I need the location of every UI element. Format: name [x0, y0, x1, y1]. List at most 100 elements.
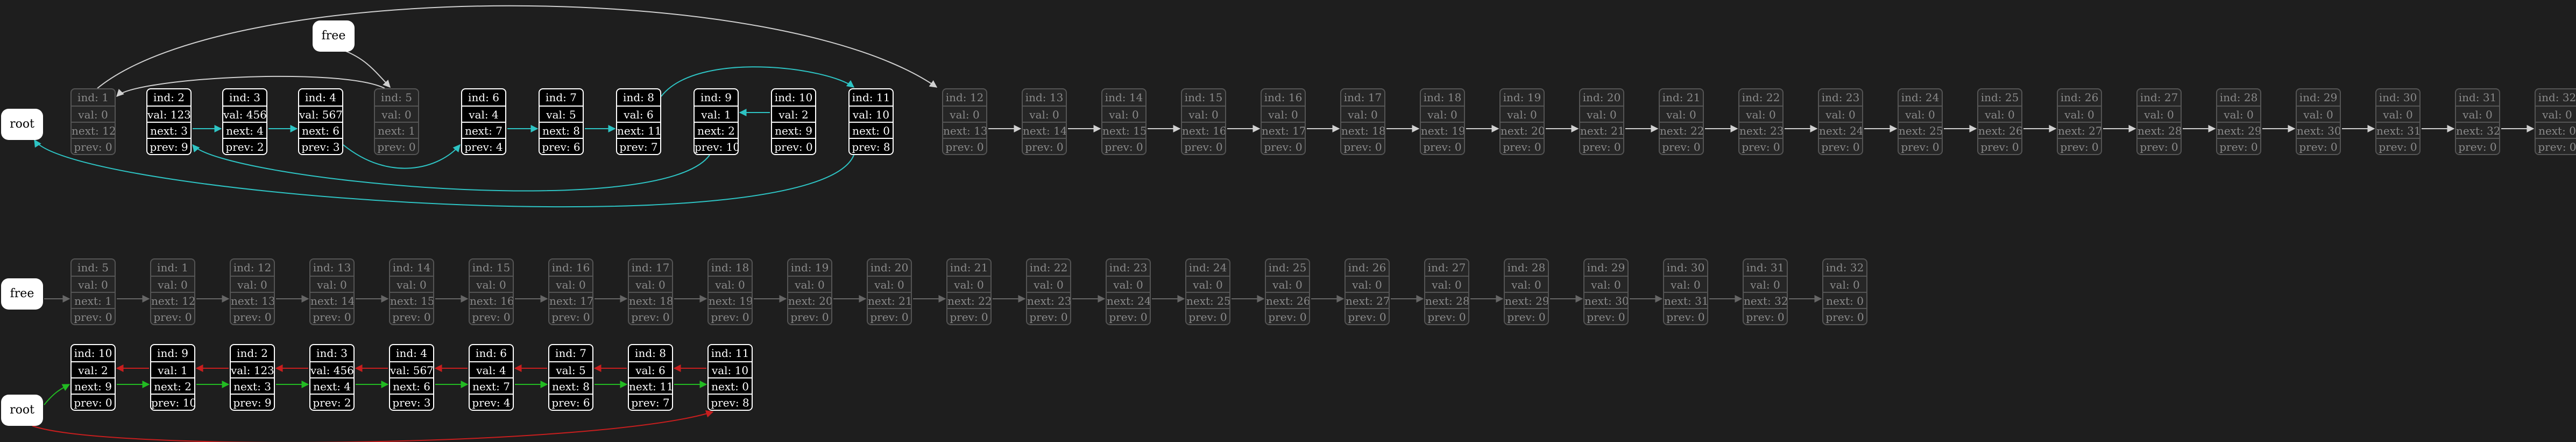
node-ind-field: ind: 6 [468, 91, 499, 104]
node-next-field: next: 8 [540, 122, 583, 138]
node-ind-field: ind: 26 [2060, 91, 2099, 104]
node-ind-field: ind: 9 [700, 91, 732, 104]
node-prev-field: prev: 0 [470, 308, 513, 324]
node-next-field: next: 3 [231, 377, 274, 394]
node-ind-field: ind: 13 [1025, 91, 1064, 104]
next-edge [192, 144, 710, 192]
node-next-field: next: 21 [868, 292, 911, 308]
node-ind-field: ind: 10 [774, 91, 813, 104]
node-prev-field: prev: 0 [1346, 308, 1389, 324]
node-val-field: val: 0 [1346, 276, 1389, 292]
node-next-field: next: 16 [470, 292, 513, 308]
node-ind-field: ind: 4 [305, 91, 336, 104]
node-prev-field: prev: 0 [549, 308, 592, 324]
node-prev-field: prev: 0 [72, 394, 115, 410]
node-ind-field: ind: 29 [2299, 91, 2338, 104]
node-ind-field: ind: 24 [1188, 261, 1227, 274]
node-prev-field: prev: 3 [299, 138, 342, 154]
node-ind-field: ind: 24 [1901, 91, 1940, 104]
node-ind-field: ind: 11 [852, 91, 890, 104]
tail-edge [32, 410, 714, 442]
node-prev-field: prev: 0 [1584, 308, 1627, 324]
node-next-field: next: 0 [709, 377, 752, 394]
node-next-field: next: 9 [72, 377, 115, 394]
node-prev-field: prev: 0 [868, 308, 911, 324]
node-val-field: val: 0 [1027, 276, 1070, 292]
node-ind-field: ind: 16 [1264, 91, 1303, 104]
node-val-field: val: 0 [1266, 276, 1309, 292]
node-next-field: next: 31 [2376, 122, 2419, 138]
node-val-field: val: 0 [1425, 276, 1468, 292]
node-val-field: val: 0 [1505, 276, 1548, 292]
node-next-field: next: 30 [2297, 122, 2340, 138]
node-prev-field: prev: 0 [947, 308, 990, 324]
node-prev-field: prev: 0 [390, 308, 433, 324]
node-prev-field: prev: 0 [375, 138, 418, 154]
node-ind-field: ind: 20 [870, 261, 909, 274]
node-prev-field: prev: 0 [1182, 138, 1225, 154]
node-ind-field: ind: 3 [316, 347, 348, 360]
node-prev-field: prev: 9 [231, 394, 274, 410]
node-ind-field: ind: 25 [1980, 91, 2019, 104]
node-ind-field: ind: 32 [1825, 261, 1864, 274]
node-val-field: val: 0 [943, 106, 986, 122]
node-next-field: next: 27 [1346, 292, 1389, 308]
node-next-field: next: 18 [629, 292, 672, 308]
node-val-field: val: 5 [540, 106, 583, 122]
node-val-field: val: 6 [629, 361, 672, 377]
node-ind-field: ind: 30 [1666, 261, 1705, 274]
node-ind-field: ind: 17 [631, 261, 670, 274]
node-val-field: val: 0 [1660, 106, 1703, 122]
node-prev-field: prev: 0 [1425, 308, 1468, 324]
node-ind-field: ind: 18 [711, 261, 749, 274]
root-edge [34, 139, 854, 208]
node-ind-field: ind: 32 [2538, 91, 2576, 104]
node-next-field: next: 0 [850, 122, 893, 138]
node-prev-field: prev: 0 [151, 308, 194, 324]
next-edge [97, 5, 938, 89]
node-ind-field: ind: 25 [1268, 261, 1307, 274]
node-ind-field: ind: 31 [1746, 261, 1785, 274]
node-ind-field: ind: 12 [945, 91, 984, 104]
node-prev-field: prev: 2 [310, 394, 353, 410]
node-val-field: val: 123 [147, 106, 190, 122]
node-ind-field: ind: 15 [1184, 91, 1223, 104]
node-prev-field: prev: 0 [1660, 138, 1703, 154]
node-val-field: val: 5 [549, 361, 592, 377]
node-next-field: next: 4 [310, 377, 353, 394]
node-ind-field: ind: 26 [1348, 261, 1386, 274]
node-val-field: val: 0 [1341, 106, 1384, 122]
node-prev-field: prev: 4 [462, 138, 505, 154]
node-val-field: val: 0 [709, 276, 752, 292]
node-prev-field: prev: 7 [617, 138, 660, 154]
node-next-field: next: 17 [1262, 122, 1305, 138]
node-next-field: next: 4 [223, 122, 266, 138]
node-val-field: val: 0 [2536, 106, 2576, 122]
node-prev-field: prev: 0 [1421, 138, 1464, 154]
node-prev-field: prev: 0 [1664, 308, 1707, 324]
node-next-field: next: 12 [72, 122, 115, 138]
node-ind-field: ind: 6 [476, 347, 507, 360]
